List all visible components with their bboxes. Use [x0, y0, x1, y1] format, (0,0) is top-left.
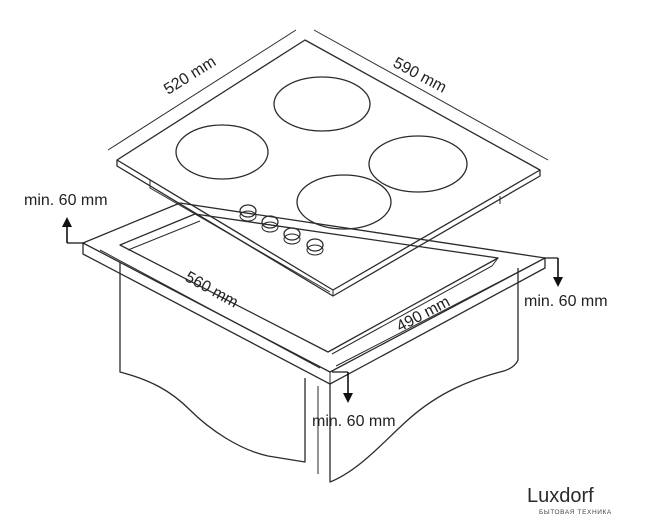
burner-back — [273, 76, 371, 132]
burner-front — [296, 174, 392, 230]
label-clearance-side: min. 60 mm — [524, 293, 608, 310]
cutout-depth-guide — [335, 265, 531, 367]
knob-3-base — [283, 233, 301, 245]
control-knobs — [239, 204, 324, 256]
cabinet-left-face — [119, 262, 306, 463]
label-hob-depth: 520 mm — [161, 53, 219, 98]
brand-name: Luxdorf — [527, 485, 594, 507]
clearance-arrows — [62, 217, 563, 403]
burner-right — [368, 135, 468, 193]
hob-underside — [149, 180, 501, 293]
label-hob-width: 590 mm — [390, 55, 449, 97]
knob-4-base — [306, 244, 324, 256]
knob-2 — [261, 215, 279, 229]
knob-3 — [283, 227, 301, 241]
knob-2-base — [261, 221, 279, 233]
label-clearance-back: min. 60 mm — [24, 192, 108, 209]
knob-4 — [306, 238, 324, 252]
hob — [107, 29, 549, 297]
label-cutout-width: 560 mm — [182, 269, 241, 312]
knob-1 — [239, 204, 257, 218]
label-clearance-front: min. 60 mm — [312, 413, 396, 430]
countertop-front-edge — [82, 243, 546, 385]
cabinet-right-face — [329, 268, 519, 483]
cutout-inner-wall — [127, 220, 499, 355]
cutout-width-guide — [99, 249, 321, 369]
cabinet — [119, 262, 519, 483]
hob-depth-guide — [107, 29, 297, 151]
brand-logo: Luxdorf БЫТОВАЯ ТЕХНИКА — [527, 485, 612, 516]
knob-1-base — [239, 210, 257, 222]
hob-width-guide — [313, 29, 549, 161]
burner-left — [175, 124, 269, 180]
cutout-outline — [119, 213, 499, 353]
countertop — [82, 202, 546, 385]
countertop-outer-top — [82, 202, 546, 373]
brand-tagline: БЫТОВАЯ ТЕХНИКА — [539, 509, 612, 516]
